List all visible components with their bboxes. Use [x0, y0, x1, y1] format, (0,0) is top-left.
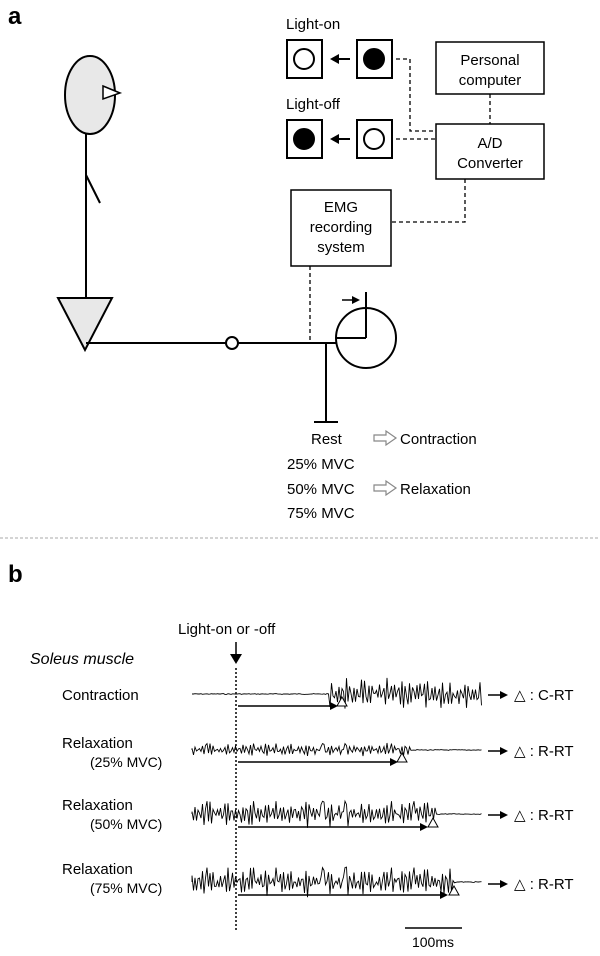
- rt-onset-marker-1: [396, 751, 408, 763]
- rt-arrow-head-0: [330, 702, 338, 710]
- result-r-rt-50: △ : R-RT: [514, 807, 574, 824]
- result-r-rt-75: △ : R-RT: [514, 876, 574, 893]
- emg-trace-2: [191, 799, 482, 828]
- emg-trace-3: [191, 866, 482, 898]
- svg-text:A/D: A/D: [477, 135, 502, 152]
- stimulus-label: Light-on or -off: [178, 621, 276, 638]
- hollow-arrow-contraction: [373, 429, 398, 447]
- rest-label: Rest: [311, 431, 343, 448]
- trace-sublabel-relax75: (75% MVC): [90, 880, 162, 896]
- mvc-25: 25% MVC: [287, 456, 355, 473]
- dynamometer: [310, 292, 397, 423]
- light-off-label: Light-off: [286, 96, 341, 113]
- emg-traces: [191, 677, 482, 899]
- signal-connections: [309, 58, 491, 343]
- mvc-50: 50% MVC: [287, 481, 355, 498]
- subject-figure: [56, 55, 310, 353]
- panel-a-label: a: [8, 3, 22, 30]
- rt-onset-marker-3: [448, 884, 460, 896]
- trace-sublabel-relax25: (25% MVC): [90, 754, 162, 770]
- trace-label-relax50: Relaxation: [62, 797, 133, 814]
- rt-arrow-head-2: [420, 823, 428, 831]
- result-arrows: [488, 691, 508, 888]
- mvc-75: 75% MVC: [287, 505, 355, 522]
- ad-converter-box: A/D Converter: [435, 123, 545, 180]
- rt-onset-marker-2: [427, 816, 439, 828]
- svg-text:EMG: EMG: [324, 199, 358, 216]
- stimulus-arrow: [230, 642, 242, 664]
- relaxation-label: Relaxation: [400, 481, 471, 498]
- joint-circle: [225, 336, 239, 350]
- light-on-icons: [286, 39, 393, 79]
- result-c-rt: △ : C-RT: [514, 687, 574, 704]
- trace-label-relax75: Relaxation: [62, 861, 133, 878]
- arm: [85, 174, 101, 204]
- muscle-label: Soleus muscle: [30, 651, 134, 668]
- svg-text:Personal: Personal: [460, 52, 519, 69]
- contraction-label: Contraction: [400, 431, 477, 448]
- emg-trace-0: [192, 677, 482, 709]
- nose: [102, 84, 123, 101]
- panel-b-label: b: [8, 561, 23, 588]
- rt-arrow-head-3: [440, 891, 448, 899]
- emg-trace-1: [191, 742, 482, 757]
- hollow-arrow-relaxation: [373, 479, 398, 497]
- svg-text:recording: recording: [310, 219, 373, 236]
- svg-text:system: system: [317, 239, 365, 256]
- rt-arrow-head-1: [390, 758, 398, 766]
- light-on-label: Light-on: [286, 16, 340, 33]
- svg-text:Converter: Converter: [457, 155, 523, 172]
- trace-label-contraction: Contraction: [62, 687, 139, 704]
- svg-text:computer: computer: [459, 72, 522, 89]
- emg-system-box: EMG recording system: [290, 189, 392, 267]
- light-off-icons: [286, 119, 393, 159]
- leg-triangle: [56, 297, 114, 353]
- scale-bar-label: 100ms: [412, 934, 454, 950]
- result-r-rt-25: △ : R-RT: [514, 743, 574, 760]
- trace-sublabel-relax50: (50% MVC): [90, 816, 162, 832]
- personal-computer-box: Personal computer: [435, 41, 545, 95]
- trace-label-relax25: Relaxation: [62, 735, 133, 752]
- rt-onset-marker-0: [336, 695, 348, 707]
